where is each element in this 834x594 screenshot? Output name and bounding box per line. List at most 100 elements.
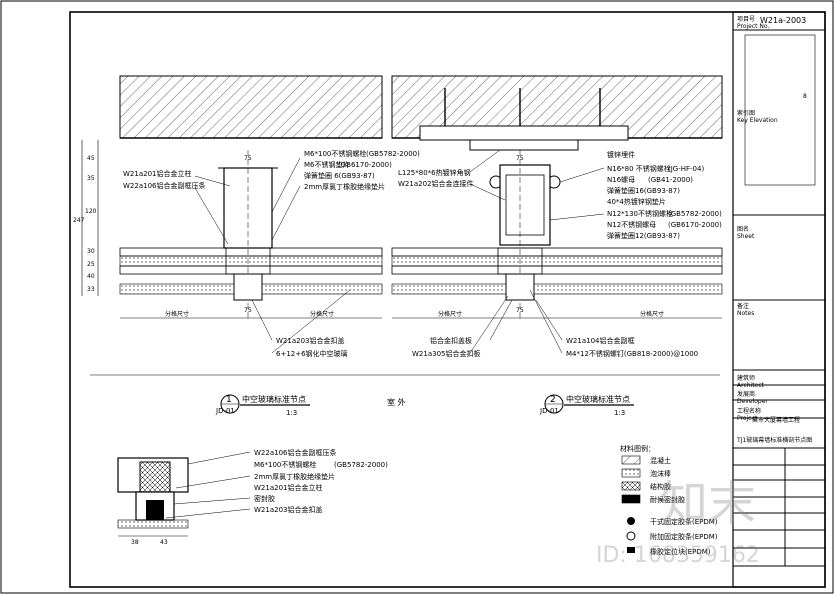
dim-1-3: 30 bbox=[87, 248, 95, 255]
detail-1-number: 1 bbox=[226, 395, 232, 405]
callout-2-right-4: 40*4热镀锌钢垫片 bbox=[607, 197, 666, 206]
dim-1-total: 247 bbox=[73, 217, 85, 224]
callout-2-right-2: N16螺母 bbox=[607, 175, 635, 184]
callout-2-bottom-3: M4*12不锈钢螺钉(GB818-2000)@1000 bbox=[566, 349, 698, 358]
dim-1-bottom: 75 bbox=[244, 307, 252, 314]
legend-item-4: 干式固定胶条(EPDM) bbox=[650, 517, 718, 526]
connector-bracket bbox=[499, 164, 551, 246]
callout-3-2: 2mm厚氯丁橡胶绝缘垫片 bbox=[254, 472, 335, 481]
callout-1-bottom-1: 6+12+6钢化中空玻璃 bbox=[276, 349, 348, 358]
legend-title: 材料图例： bbox=[620, 444, 655, 453]
callout-3-3: W21a201铝合金立柱 bbox=[254, 483, 322, 492]
detail-1-title: 中空玻璃标准节点 bbox=[242, 394, 306, 404]
glass-dim-2-right: 分格尺寸 bbox=[640, 310, 664, 318]
callout-3-1: M6*100不锈钢螺栓 bbox=[254, 460, 316, 469]
exterior-label: 室 外 bbox=[387, 397, 406, 407]
project-name: 某市大厦幕墙工程 bbox=[752, 416, 800, 424]
mullion-enlarged bbox=[139, 461, 171, 493]
gb-ref-3: (GB5782-2000) bbox=[334, 461, 388, 469]
callout-2-right-5: N12*130不锈钢螺栓 bbox=[607, 209, 673, 218]
legend-item-1: 泡沫棒 bbox=[650, 469, 671, 478]
legend-item-6: 橡胶定位块(EPDM) bbox=[650, 547, 711, 556]
callout-2-right-1: N16*80 不锈钢螺栓 bbox=[607, 164, 671, 173]
legend-item-2: 结构胶 bbox=[650, 482, 671, 491]
glass-dim-1-left: 分格尺寸 bbox=[165, 310, 189, 318]
callout-1-right-1: M6不锈钢垫片 bbox=[304, 160, 350, 169]
dim-1-4: 25 bbox=[87, 261, 95, 268]
gb-ref-2-2: (GB5782-2000) bbox=[668, 210, 722, 218]
detail-1-ref: JD-01 bbox=[215, 407, 235, 415]
callout-3-0: W22a106铝合金副框压条 bbox=[254, 448, 336, 457]
material-legend: 材料图例： 混凝土 泡沫棒 结构胶 耐候密封胶 干式固定胶条(EPDM) 附加固… bbox=[620, 444, 718, 556]
insulated-glass-spacer bbox=[119, 255, 383, 267]
dim-1-1: 35 bbox=[87, 175, 95, 182]
detail-2-number: 2 bbox=[550, 395, 556, 405]
detail-2-caption: 2 JD-01 中空玻璃标准节点 1:3 bbox=[539, 394, 634, 417]
callout-1-right-2: 弹簧垫圈 6(GB93-87) bbox=[304, 171, 375, 180]
callout-2-right-7: 弹簧垫圈12(GB93-87) bbox=[607, 231, 680, 240]
detail-3-drawing: 38 43 W22a106铝合金副框压条 M6*100不锈钢螺栓 2mm厚氯丁橡… bbox=[117, 448, 388, 546]
insulated-glass-upper bbox=[119, 247, 383, 257]
callout-2-left-1: W21a202铝合金连接件 bbox=[398, 179, 473, 188]
dim-1-top: 75 bbox=[244, 155, 252, 162]
callout-2-right-0: 镀锌埋件 bbox=[607, 150, 635, 159]
callout-3-4: 密封胶 bbox=[254, 494, 275, 503]
callout-1-left-0: W21a201铝合金立柱 bbox=[123, 169, 191, 178]
callout-2-right-6: N12不锈钢螺母 bbox=[607, 220, 656, 229]
gb-ref-1-1: (GB6170-2000) bbox=[338, 161, 392, 169]
callout-2-right-3: 弹簧垫圈16(GB93-87) bbox=[607, 186, 680, 195]
key-plan-mark: 8 bbox=[803, 93, 807, 100]
legend-item-0: 混凝土 bbox=[650, 456, 671, 465]
detail-3-dim-0: 38 bbox=[131, 539, 139, 546]
legend-item-3: 耐候密封胶 bbox=[650, 495, 685, 504]
gb-ref-2-1: (GB41-2000) bbox=[648, 176, 693, 184]
glass-dim-2-left: 分格尺寸 bbox=[438, 310, 462, 318]
watermark-brand: 知末 bbox=[660, 476, 756, 532]
watermark: 知末 ID: 168359162 bbox=[596, 476, 760, 568]
callout-1-right-3: 2mm厚氯丁橡胶绝缘垫片 bbox=[304, 182, 385, 191]
callout-2-bottom-1: W21a305铝合金扣板 bbox=[412, 349, 480, 358]
detail-2-ref: JD-01 bbox=[539, 407, 559, 415]
steel-angle bbox=[469, 139, 579, 151]
gb-ref-2-3: (GB6170-2000) bbox=[668, 221, 722, 229]
dim-2-bottom: 75 bbox=[516, 307, 524, 314]
callout-2-left-0: L125*80*6热镀锌角钢 bbox=[398, 168, 471, 177]
embed-plate bbox=[419, 125, 629, 141]
detail-2-title: 中空玻璃标准节点 bbox=[566, 394, 630, 404]
callout-1-bottom-0: W21a203铝合金扣盖 bbox=[276, 336, 344, 345]
gb-ref-2-0: (JG-HF-04) bbox=[668, 165, 704, 173]
detail-3-dim-1: 43 bbox=[160, 539, 168, 546]
dim-2-top: 75 bbox=[516, 155, 524, 162]
insulated-glass-lower bbox=[119, 265, 383, 275]
gb-ref-1-0: (GB5782-2000) bbox=[366, 150, 420, 158]
callout-3-5: W21a203铝合金扣盖 bbox=[254, 505, 322, 514]
watermark-id: ID: 168359162 bbox=[596, 543, 760, 568]
glass-dim-1-right: 分格尺寸 bbox=[310, 310, 334, 318]
pressure-cap-2 bbox=[505, 273, 535, 301]
detail-1-caption: 1 JD-01 中空玻璃标准节点 1:3 bbox=[215, 394, 310, 417]
callout-2-bottom-2: W21a104铝合金副框 bbox=[566, 336, 634, 345]
callout-1-left-1: W22a106铝合金副框压条 bbox=[123, 181, 205, 190]
drawing-number: W21a-2003 bbox=[760, 16, 806, 25]
drawing-title: TJ1玻璃幕墙标准横剖节点图 bbox=[736, 436, 812, 444]
dim-1-2: 120 bbox=[85, 208, 97, 215]
dim-1-5: 40 bbox=[87, 273, 95, 280]
concrete-slab bbox=[119, 75, 383, 139]
callout-2-bottom-0: 铝合金扣盖板 bbox=[430, 336, 472, 345]
detail-2-drawing: 75 75 分格尺寸 分格尺寸 L125*80*6热镀锌角钢 W21a202铝合… bbox=[391, 75, 723, 358]
dim-1-0: 45 bbox=[87, 155, 95, 162]
detail-2-scale: 1:3 bbox=[614, 409, 625, 417]
legend-item-5: 附加固定胶条(EPDM) bbox=[650, 532, 718, 541]
pressure-cap bbox=[233, 273, 263, 301]
detail-1-scale: 1:3 bbox=[286, 409, 297, 417]
